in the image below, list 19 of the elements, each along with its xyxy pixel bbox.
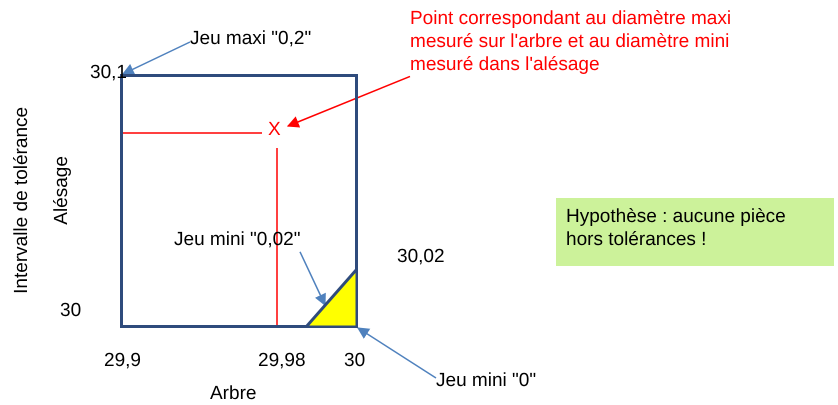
- axis-value: 30,02: [397, 246, 445, 269]
- callout-text: Jeu mini "0": [436, 370, 586, 393]
- axis-value: 30: [60, 300, 82, 323]
- axis-value: 29,9: [104, 350, 141, 373]
- callout-text: Point correspondant au diamètre maxi mesuré sur l'arbre et au diamètre mini mesuré dans l'alésage: [410, 8, 788, 76]
- axis-title: Arbre: [210, 383, 256, 405]
- callout-text: Jeu maxi "0,2": [190, 28, 350, 51]
- note-panel: Hypothèse : aucune pièce hors tolérances !: [556, 198, 834, 266]
- arrow: [286, 76, 410, 128]
- axis-value: 30,1: [90, 62, 127, 85]
- leader-arrow: [357, 327, 436, 379]
- leader-arrow: [299, 251, 326, 306]
- axis-title: Alésage: [50, 156, 72, 224]
- point-mark: X: [268, 119, 288, 142]
- axis-title: Intervalle de tolérance: [10, 106, 33, 294]
- axis-value: 30: [344, 350, 366, 373]
- triangle-shape: [305, 268, 358, 328]
- axis-value: 29,98: [258, 350, 306, 373]
- leader-arrow: [122, 41, 190, 75]
